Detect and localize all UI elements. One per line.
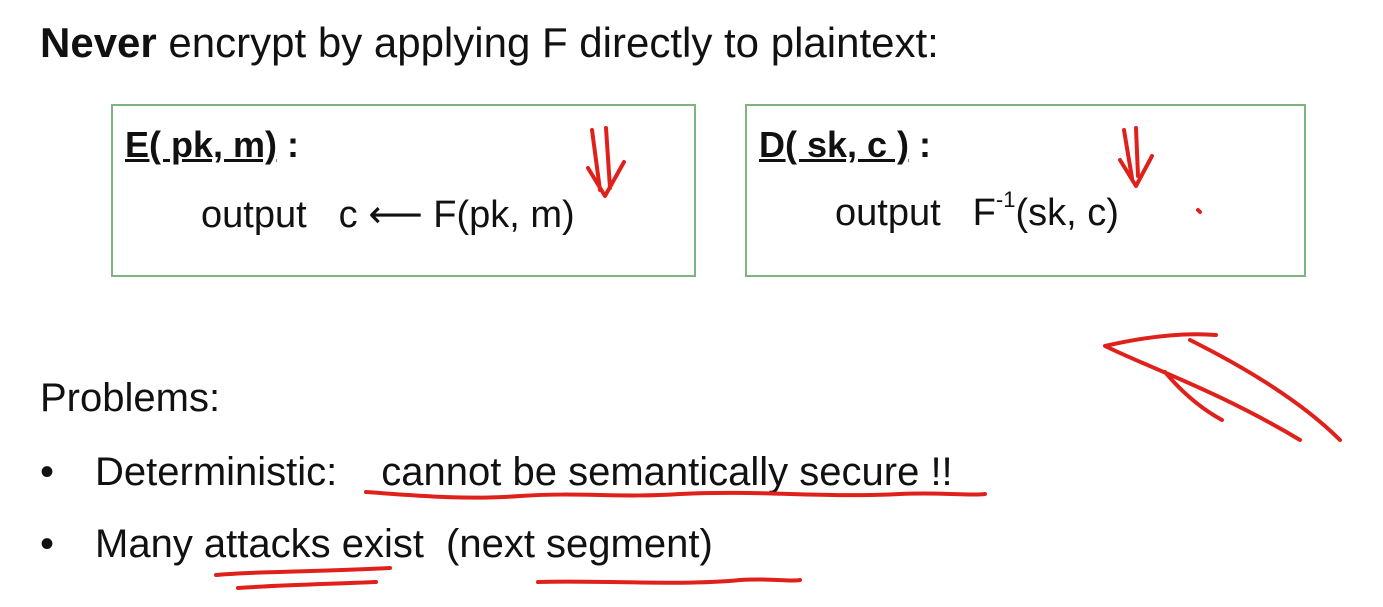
bullet-icon: • [40, 450, 55, 494]
underline-stroke [536, 577, 802, 585]
encrypt-signature: E( pk, m) [125, 124, 278, 165]
encrypt-formula: c ⟵ F(pk, m) [338, 194, 575, 236]
problem-item-attacks: • Many attacks exist (next segment) [40, 522, 713, 567]
bullet-icon: • [40, 522, 55, 566]
decrypt-heading-colon: : [909, 124, 932, 165]
encrypt-box: E( pk, m) : output c ⟵ F(pk, m) [111, 104, 696, 277]
problem-item-deterministic: • Deterministic: cannot be semantically se… [40, 450, 953, 495]
title-text: encrypt by applying F directly to plaint… [156, 19, 939, 66]
decrypt-args: (sk, c) [1015, 192, 1119, 234]
problem-item-text: cannot be semantically secure !! [381, 450, 953, 494]
problem-item-note: (next segment) [446, 522, 713, 566]
encrypt-output-line: output c ⟵ F(pk, m) [201, 192, 575, 237]
decrypt-output-line: output F-1(sk, c) [835, 189, 1119, 235]
underline-stroke [214, 566, 392, 577]
double-arrow-sketch-line [1188, 338, 1342, 442]
encrypt-heading-colon: : [277, 124, 300, 165]
double-arrow-sketch-line [1163, 370, 1224, 422]
decrypt-output-word: output [835, 192, 941, 234]
double-arrow-sketch-icon [1103, 332, 1302, 442]
decrypt-f-inverse-sup: -1 [995, 187, 1016, 212]
slide-title: Never encrypt by applying F directly to … [40, 18, 939, 68]
encrypt-output-word: output [201, 194, 307, 236]
title-bold-word: Never [40, 19, 157, 66]
problem-item-label: Deterministic: [95, 450, 338, 494]
decrypt-box: D( sk, c ) : output F-1(sk, c) [745, 104, 1306, 277]
problem-item-label: Many attacks exist [95, 522, 425, 566]
decrypt-heading: D( sk, c ) : [759, 124, 931, 166]
problems-heading: Problems: [40, 376, 221, 420]
encrypt-heading: E( pk, m) : [125, 124, 299, 166]
decrypt-f: F [972, 192, 996, 234]
underline-stroke [236, 580, 378, 590]
decrypt-signature: D( sk, c ) [759, 124, 910, 165]
